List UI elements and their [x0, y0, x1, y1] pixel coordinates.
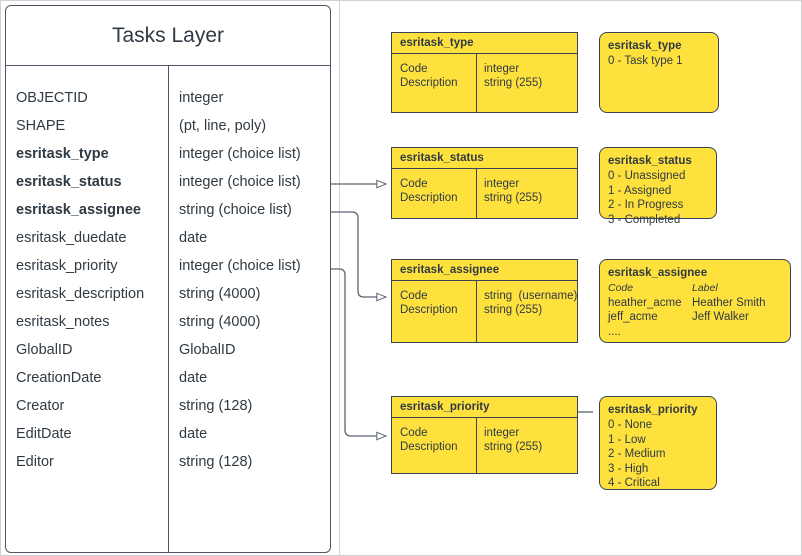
schema-box-title: esritask_priority: [392, 397, 577, 418]
field-type: integer: [179, 90, 224, 106]
schema-box-field-names: Code Description: [400, 290, 458, 316]
schema-box-field-names: Code Description: [400, 427, 458, 453]
panel-divider: [339, 1, 340, 555]
table-row: esritask_duedate date: [6, 224, 330, 252]
value-box-item: 1 - Assigned: [608, 184, 672, 197]
table-row: Creator string (128): [6, 392, 330, 420]
page-title: Tasks Layer: [6, 6, 330, 66]
table-row: esritask_notes string (4000): [6, 308, 330, 336]
field-name: esritask_priority: [16, 258, 118, 274]
table-row: CreationDate date: [6, 364, 330, 392]
column-divider: [168, 66, 169, 552]
schema-box-title: esritask_status: [392, 148, 577, 169]
value-box-title: esritask_priority: [608, 404, 698, 416]
schema-box-esritask-status: esritask_status Code Description integer…: [391, 147, 578, 219]
schema-box-divider: [476, 54, 477, 112]
value-box-title: esritask_status: [608, 155, 692, 167]
field-name: SHAPE: [16, 118, 66, 134]
schema-box-field-types: integer string (255): [484, 63, 543, 89]
schema-box-field-types: string (username) string (255): [484, 290, 578, 316]
value-box-row: jeff_acme Jeff Walker: [608, 310, 782, 325]
field-type: integer (choice list): [179, 258, 301, 274]
schema-box-esritask-type: esritask_type Code Description integer s…: [391, 32, 578, 113]
value-box-row: heather_acme Heather Smith: [608, 296, 782, 311]
schema-box-field-types: integer string (255): [484, 178, 543, 204]
field-name: esritask_status: [16, 174, 122, 190]
field-type: date: [179, 230, 208, 246]
value-box-item: 1 - Low: [608, 433, 646, 446]
value-box-code: heather_acme: [608, 296, 682, 309]
value-box-code: ....: [608, 325, 621, 338]
field-type: string (128): [179, 454, 253, 470]
field-name: Editor: [16, 454, 54, 470]
value-box-esritask-status: esritask_status 0 - Unassigned 1 - Assig…: [599, 147, 717, 226]
value-box-label: Heather Smith: [692, 296, 766, 309]
field-type: string (4000): [179, 314, 261, 330]
field-type: GlobalID: [179, 342, 236, 358]
schema-box-divider: [476, 281, 477, 342]
field-type: date: [179, 426, 208, 442]
schema-box-field-names: Code Description: [400, 178, 458, 204]
field-type: integer (choice list): [179, 174, 301, 190]
field-name: CreationDate: [16, 370, 102, 386]
field-type: string (128): [179, 398, 253, 414]
field-name: GlobalID: [16, 342, 73, 358]
field-list: OBJECTID integer SHAPE (pt, line, poly) …: [6, 66, 330, 552]
field-name: esritask_description: [16, 286, 145, 302]
value-box-esritask-type: esritask_type 0 - Task type 1: [599, 32, 719, 113]
field-type: date: [179, 370, 208, 386]
field-name: esritask_notes: [16, 314, 110, 330]
value-box-item: 3 - Completed: [608, 213, 681, 226]
table-row: esritask_status integer (choice list): [6, 168, 330, 196]
table-row: esritask_description string (4000): [6, 280, 330, 308]
field-name: Creator: [16, 398, 65, 414]
table-row: OBJECTID integer: [6, 84, 330, 112]
schema-box-field-types: integer string (255): [484, 427, 543, 453]
schema-box-title: esritask_type: [392, 33, 577, 54]
table-row: esritask_type integer (choice list): [6, 140, 330, 168]
value-box-header-row: Code Label: [608, 281, 782, 296]
table-row: esritask_priority integer (choice list): [6, 252, 330, 280]
value-box-code-header: Code: [608, 282, 634, 294]
value-box-item: 2 - In Progress: [608, 199, 684, 211]
field-type: (pt, line, poly): [179, 118, 267, 134]
field-name: esritask_duedate: [16, 230, 127, 246]
table-row: Editor string (128): [6, 448, 330, 476]
table-row: GlobalID GlobalID: [6, 336, 330, 364]
schema-box-title: esritask_assignee: [392, 260, 577, 281]
schema-box-esritask-priority: esritask_priority Code Description integ…: [391, 396, 578, 474]
value-box-item: 0 - Task type 1: [608, 55, 683, 67]
field-type: string (choice list): [179, 202, 292, 218]
value-box-code: jeff_acme: [608, 311, 658, 323]
field-name: esritask_assignee: [16, 202, 141, 218]
field-name: OBJECTID: [16, 90, 88, 106]
value-box-label: Jeff Walker: [692, 311, 749, 323]
tasks-layer-table: Tasks Layer OBJECTID integer SHAPE (pt, …: [5, 5, 331, 553]
schema-box-esritask-assignee: esritask_assignee Code Description strin…: [391, 259, 578, 343]
value-box-esritask-priority: esritask_priority 0 - None 1 - Low 2 - M…: [599, 396, 717, 490]
schema-box-field-names: Code Description: [400, 63, 458, 89]
field-type: integer (choice list): [179, 146, 301, 162]
value-box-item: 0 - Unassigned: [608, 170, 686, 182]
value-box-item: 3 - High: [608, 462, 649, 475]
value-box-item: 2 - Medium: [608, 448, 666, 460]
table-row: SHAPE (pt, line, poly): [6, 112, 330, 140]
schema-box-divider: [476, 169, 477, 218]
value-box-title: esritask_assignee: [608, 267, 708, 279]
value-box-label-header: Label: [692, 282, 718, 294]
value-box-item: 4 - Critical: [608, 477, 660, 489]
value-box-item: 0 - None: [608, 419, 653, 431]
field-name: esritask_type: [16, 146, 109, 162]
value-box-row: ....: [608, 325, 782, 340]
field-name: EditDate: [16, 426, 72, 442]
value-box-esritask-assignee: esritask_assignee Code Label heather_acm…: [599, 259, 791, 343]
value-box-title: esritask_type: [608, 40, 682, 52]
table-row: esritask_assignee string (choice list): [6, 196, 330, 224]
field-type: string (4000): [179, 286, 261, 302]
table-row: EditDate date: [6, 420, 330, 448]
schema-box-divider: [476, 418, 477, 473]
